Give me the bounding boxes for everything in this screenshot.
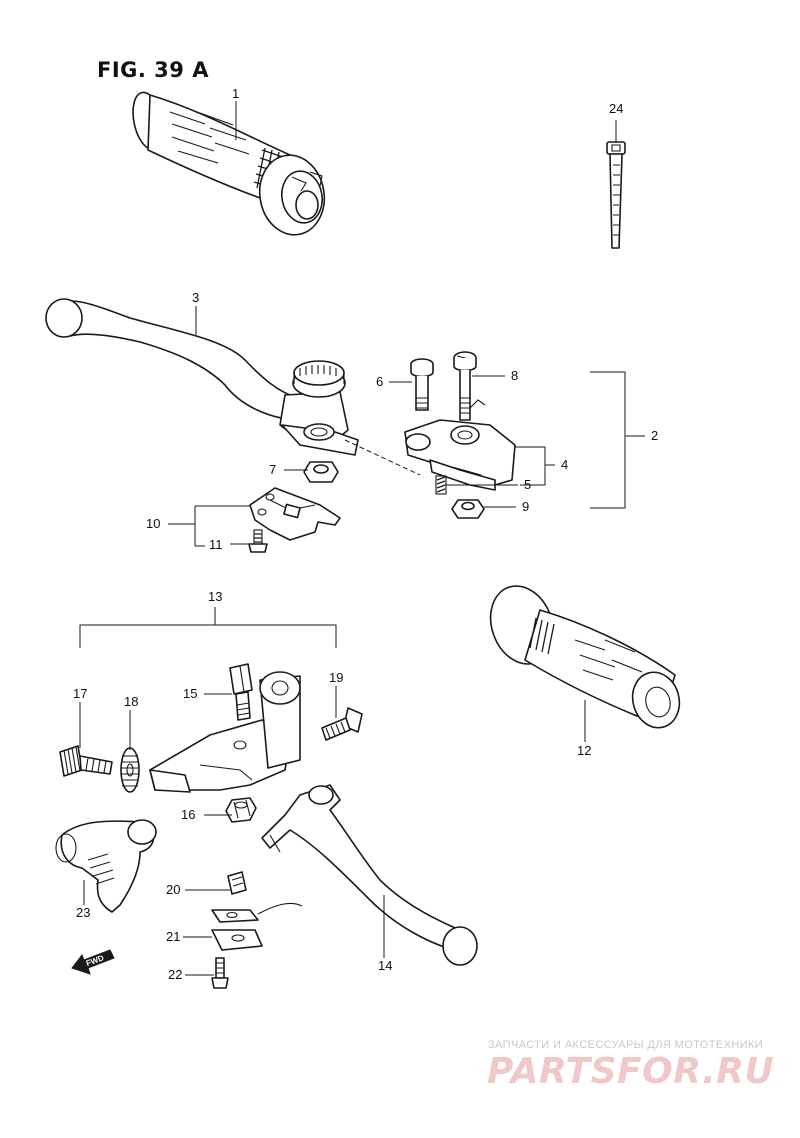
callout-13: 13: [208, 589, 222, 604]
screw-11: [248, 529, 268, 553]
callout-12: 12: [577, 743, 591, 758]
screw-8: [453, 351, 486, 421]
callout-20: 20: [166, 882, 180, 897]
callout-18: 18: [124, 694, 138, 709]
adjuster-17: [59, 745, 113, 777]
spring-5: [435, 475, 447, 495]
callout-23: 23: [76, 905, 90, 920]
callout-24: 24: [609, 101, 623, 116]
bolt-15: [229, 663, 253, 721]
grip-12: [489, 585, 681, 729]
callout-10: 10: [146, 516, 160, 531]
callout-3: 3: [192, 290, 199, 305]
screw-22: [211, 957, 229, 989]
callout-15: 15: [183, 686, 197, 701]
figure-title: FIG. 39 A: [97, 58, 209, 82]
callout-14: 14: [378, 958, 392, 973]
callout-5: 5: [524, 477, 531, 492]
fwd-label: FWD: [85, 953, 105, 968]
bolt-19: [321, 707, 363, 741]
callout-6: 6: [376, 374, 383, 389]
callout-21: 21: [166, 929, 180, 944]
callouts: 1 24 3 6 8 2 4 5 7 9 10 11 13 17 18 15 1…: [73, 86, 658, 982]
leader-lines: [79, 101, 645, 976]
pivot-bolt-6: [410, 358, 434, 411]
nut-9: [451, 499, 485, 519]
bracket-21: [211, 902, 303, 951]
clamp-4: [404, 419, 516, 491]
callout-11: 11: [209, 537, 223, 552]
callout-4: 4: [561, 457, 568, 472]
callout-7: 7: [269, 462, 276, 477]
connector-20: [227, 871, 247, 895]
watermark-brand: PARTSFOR.RU: [487, 1051, 775, 1092]
boot-23: [55, 819, 157, 913]
callout-17: 17: [73, 686, 87, 701]
callout-1: 1: [232, 86, 239, 101]
lever-3: [45, 298, 359, 456]
callout-22: 22: [168, 967, 182, 982]
perch-13: [149, 671, 301, 793]
callout-9: 9: [522, 499, 529, 514]
nut-7: [303, 461, 339, 483]
callout-16: 16: [181, 807, 195, 822]
grip-1-throttle: [132, 91, 326, 236]
callout-19: 19: [329, 670, 343, 685]
cable-tie-24: [606, 120, 626, 249]
callout-8: 8: [511, 368, 518, 383]
fwd-arrow-icon: FWD: [71, 949, 115, 975]
locknut-18: [120, 747, 140, 793]
watermark-tagline: ЗАПЧАСТИ И АКСЕССУАРЫ ДЛЯ МОТОТЕХНИКИ: [488, 1039, 764, 1051]
lever-14: [261, 784, 478, 966]
switch-10: [249, 487, 341, 541]
nut-16: [225, 797, 257, 823]
callout-2: 2: [651, 428, 658, 443]
